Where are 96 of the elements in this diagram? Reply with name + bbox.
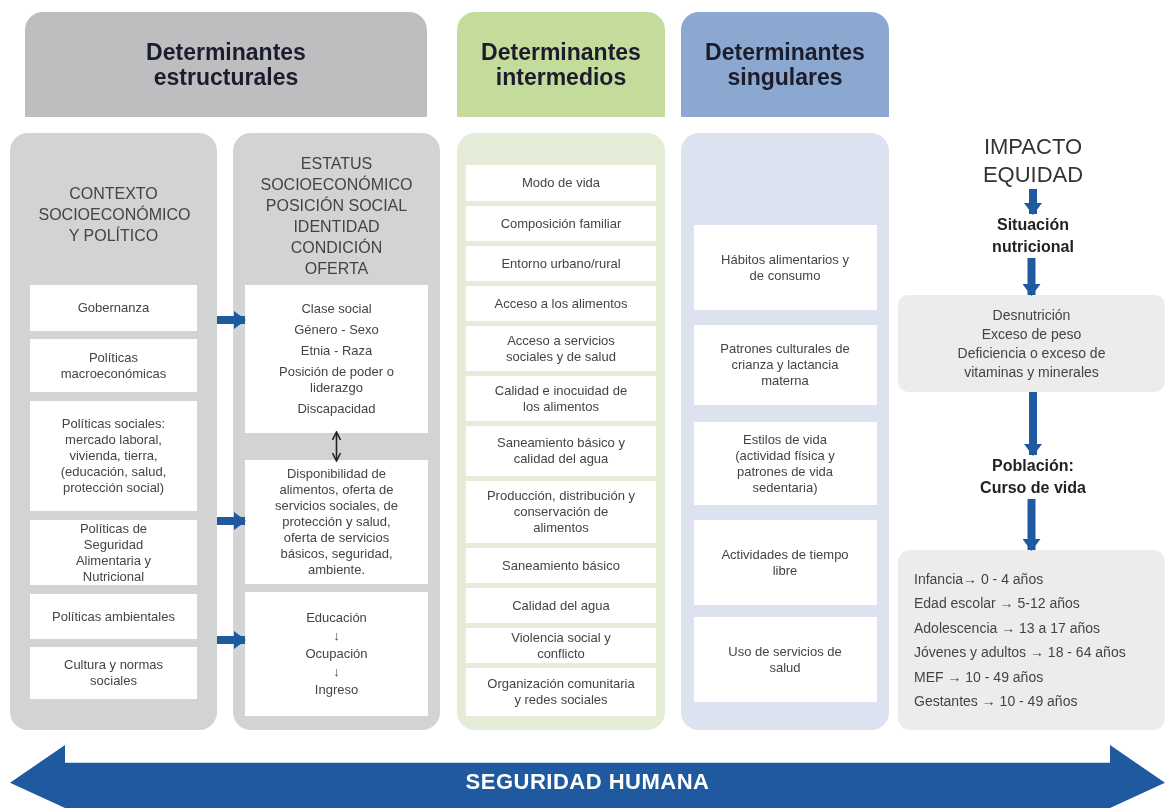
factor-text: Saneamiento básico y calidad del agua [496,435,626,467]
column-panel [233,133,440,730]
factor-text: Cultura y normas sociales [63,657,164,689]
factor-text: Políticas de Seguridad Alimentaria y Nutricional [74,520,153,585]
panel-heading: IDENTIDAD [293,217,380,237]
factor-text: Estilos de vida (actividad física y patrones de vida sedentaria) [734,431,836,496]
factor-text: Entorno urbano/rural [501,255,621,272]
factor-text: Políticas macroeconómicas [59,349,168,382]
factor-box [466,286,656,321]
factor-box [693,225,877,310]
factor-text: Acceso a los alimentos [494,295,628,312]
panel-heading: POSICIÓN SOCIAL [265,195,408,216]
factor-box [466,588,656,623]
factor-text: Políticas ambientales [52,608,175,625]
factor-text: Ocupación [305,646,368,662]
outcome-text: Desnutrición [992,305,1071,325]
factor-text: ↓ [333,664,340,680]
factor-text: Políticas sociales: mercado laboral, vivienda, tierra, (educación, salud, protección social) [59,416,168,496]
factor-text: Disponibilidad de alimentos, oferta de servicios sociales, de protección y salud, oferta de servicios básicos, seguridad, ambiente. [274,466,399,578]
factor-text: Uso de servicios de salud [727,643,843,676]
factor-box [245,285,428,433]
age-group-text: Edad escolar → 5-12 años [914,594,1080,613]
factor-box [466,206,656,241]
factor-box [466,326,656,371]
factor-box [693,422,877,505]
factor-text: Gobernanza [77,300,150,316]
factor-text: Producción, distribución y conservación de alimentos [486,488,636,536]
factor-text: Organización comunitaria y redes sociales [486,676,636,708]
factor-box [466,548,656,583]
block-arrow [217,631,246,649]
block-arrow [217,311,246,329]
header-title: Determinantes intermedios [480,39,642,90]
factor-text: Actividades de tiempo libre [720,546,850,579]
factor-box [30,285,197,331]
factor-text: Educación [306,610,367,626]
factor-box [30,339,197,392]
factor-box [693,520,877,605]
outcome-text: Exceso de peso [981,324,1082,344]
factor-text: Calidad e inocuidad de los alimentos [493,382,629,415]
factor-text: Acceso a servicios sociales y de salud [505,332,617,365]
stage-heading: Población: Curso de vida [968,455,1098,499]
factor-box [466,481,656,543]
factor-text: Ingreso [314,682,359,698]
age-group-box [898,550,1165,730]
column-panel [681,133,889,730]
block-arrow [1024,392,1042,456]
factor-text: Modo de vida [521,175,601,191]
factor-box [30,401,197,511]
panel-heading: OFERTA [304,259,369,279]
factor-text: Saneamiento básico [502,557,620,574]
factor-text: Patrones culturales de crianza y lactancia materna [719,341,851,389]
stage-heading: Situación nutricional [968,214,1098,258]
panel-heading: CONDICIÓN [290,237,383,258]
double-arrow [331,431,342,462]
factor-box [245,460,428,584]
factor-text: ↓ [333,628,340,644]
factor-box [30,520,197,585]
column-panel [457,133,665,730]
factor-box [466,376,656,421]
age-group-text: Infancia→ 0 - 4 años [914,569,1044,589]
factor-text: Clase social [301,301,372,317]
factor-text: Etnia - Raza [300,343,373,359]
factor-box [466,668,656,716]
factor-box [466,165,656,201]
factor-box [30,647,197,699]
impact-heading: IMPACTO EQUIDAD [945,133,1121,189]
age-group-text: Adolescencia → 13 a 17 años [914,618,1100,638]
factor-box [466,426,656,476]
factor-text: Violencia social y conflicto [510,629,612,662]
age-group-text: Jóvenes y adultos → 18 - 64 años [914,643,1126,662]
factor-box [466,628,656,663]
factor-box [693,325,877,405]
age-group-text: Gestantes → 10 - 49 años [914,692,1078,711]
factor-text: Composición familiar [500,215,622,232]
header-title: Determinantes singulares [704,39,866,90]
panel-heading: CONTEXTO SOCIOECONÓMICO Y POLÍTICO [38,184,189,246]
factor-text: Posición de poder o liderazgo [278,364,395,396]
factor-box [693,617,877,702]
factor-text: Hábitos alimentarios y de consumo [720,251,850,284]
panel-heading: ESTATUS SOCIOECONÓMICO [259,154,414,195]
factor-text: Género - Sexo [294,322,379,338]
factor-text: Discapacidad [297,401,376,417]
column-panel [10,133,217,730]
outcome-box [898,295,1165,392]
factor-box [466,246,656,281]
column-header [681,12,889,117]
column-header [25,12,427,117]
factor-box [245,592,428,716]
block-arrow [217,512,246,530]
header-title: Determinantes estructurales [145,39,307,90]
factor-text: Calidad del agua [512,597,610,614]
column-header [457,12,665,117]
age-group-text: MEF → 10 - 49 años [914,667,1044,687]
factor-box [30,594,197,639]
band-title: SEGURIDAD HUMANA [465,768,710,795]
outcome-text: Deficiencia o exceso de vitaminas y minerales [956,343,1107,382]
